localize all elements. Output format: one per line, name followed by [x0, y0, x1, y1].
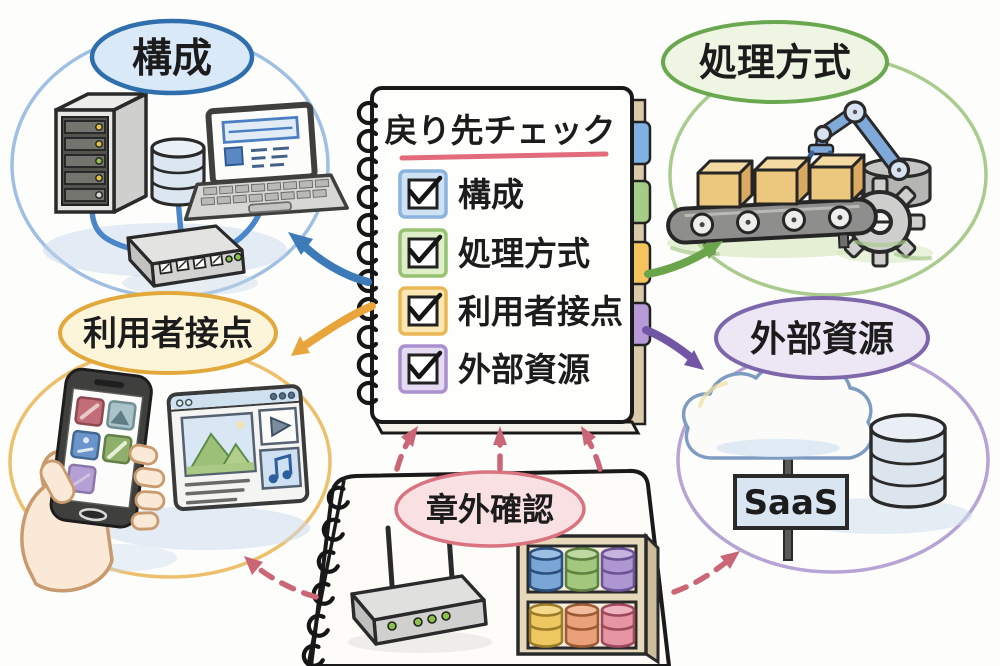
- storage-shelf-icon: [516, 532, 660, 665]
- configuration-badge: [89, 18, 255, 96]
- footer-badge-label: 章外確認: [426, 491, 554, 529]
- external-badge-label: 外部資源: [750, 319, 894, 360]
- footer-badge: [394, 470, 586, 548]
- server-rack-icon: [54, 92, 148, 214]
- check-icon: [407, 292, 443, 322]
- cloud-icon: [681, 362, 874, 460]
- arrow-to-external: [642, 326, 698, 364]
- checklist: 構成 処理方式 利用者接点 外部資源: [398, 169, 623, 394]
- arrowhead: [581, 426, 596, 446]
- footer-spiral-rings: [301, 485, 350, 666]
- footer-note-page: 章外確認: [301, 468, 671, 666]
- saas-sign-icon: SaaS: [733, 474, 849, 530]
- arrowhead: [684, 350, 704, 370]
- arrowhead: [702, 241, 723, 259]
- media-window-icon: [166, 384, 310, 512]
- touchpoint-badge: [58, 291, 278, 375]
- cluster-processing: 処理方式: [661, 20, 988, 297]
- network-switch-icon: [126, 224, 246, 288]
- touchpoint-badge-label: 利用者接点: [83, 314, 253, 354]
- checklist-item-label: 外部資源: [458, 350, 590, 389]
- cluster-configuration: 構成: [10, 18, 349, 299]
- notebook-spiral-rings: [356, 100, 379, 406]
- processing-badge-label: 処理方式: [699, 41, 851, 85]
- check-icon: [407, 350, 443, 380]
- check-icon: [407, 234, 443, 264]
- wifi-router-icon: [350, 519, 488, 646]
- notebook: 戻り先チェック 構成 処理方式 利用者接点: [356, 86, 652, 435]
- cluster-external-resources: SaaS 外部資源: [676, 296, 990, 574]
- arrowhead: [244, 556, 263, 575]
- figure-glyph: [83, 437, 90, 444]
- checklist-row-configuration: 構成: [398, 169, 524, 219]
- arrowhead: [288, 232, 313, 255]
- music-note-icon: [268, 453, 293, 484]
- hand-fingers: [39, 443, 166, 531]
- checklist-row-external: 外部資源: [398, 344, 590, 394]
- saas-sign-board: [733, 474, 849, 530]
- check-icon: [407, 175, 443, 205]
- dashed-arrow-to-touchpoint: [251, 562, 319, 600]
- mountain-glyph: [110, 410, 130, 426]
- external-badge: [714, 296, 930, 380]
- saas-sign-label: SaaS: [744, 483, 839, 523]
- arrows: [244, 232, 740, 600]
- play-icon: [269, 416, 292, 438]
- configuration-badge-label: 構成: [132, 35, 212, 81]
- laptop-icon: [183, 101, 349, 222]
- title-underline: [399, 151, 609, 161]
- cluster-user-touchpoint: 利用者接点: [8, 291, 332, 593]
- text-lines: [184, 478, 251, 505]
- conveyor-belt-icon: [666, 197, 878, 256]
- checklist-row-touchpoint: 利用者接点: [398, 286, 623, 336]
- arrowhead: [291, 336, 310, 356]
- dashed-arrow-to-external: [671, 556, 733, 595]
- arrowhead: [401, 426, 418, 447]
- arrowhead: [493, 426, 507, 445]
- checklist-item-label: 構成: [458, 175, 524, 214]
- pencil-glyph: [107, 440, 128, 460]
- cardboard-boxes-icon: [696, 153, 866, 209]
- arrow-to-touchpoint: [297, 302, 376, 352]
- checklist-row-processing: 処理方式: [398, 228, 590, 278]
- external-database-icon: [869, 413, 947, 509]
- smartphone-icon: [49, 367, 153, 529]
- pen-glyph: [79, 403, 100, 420]
- grass-strokes: [670, 240, 932, 261]
- checklist-item-label: 処理方式: [458, 234, 590, 273]
- music-tile: [258, 446, 303, 490]
- processing-badge: [661, 20, 889, 104]
- arrowhead: [720, 551, 740, 569]
- checklist-item-label: 利用者接点: [458, 292, 623, 331]
- notebook-title: 戻り先チェック: [385, 111, 616, 150]
